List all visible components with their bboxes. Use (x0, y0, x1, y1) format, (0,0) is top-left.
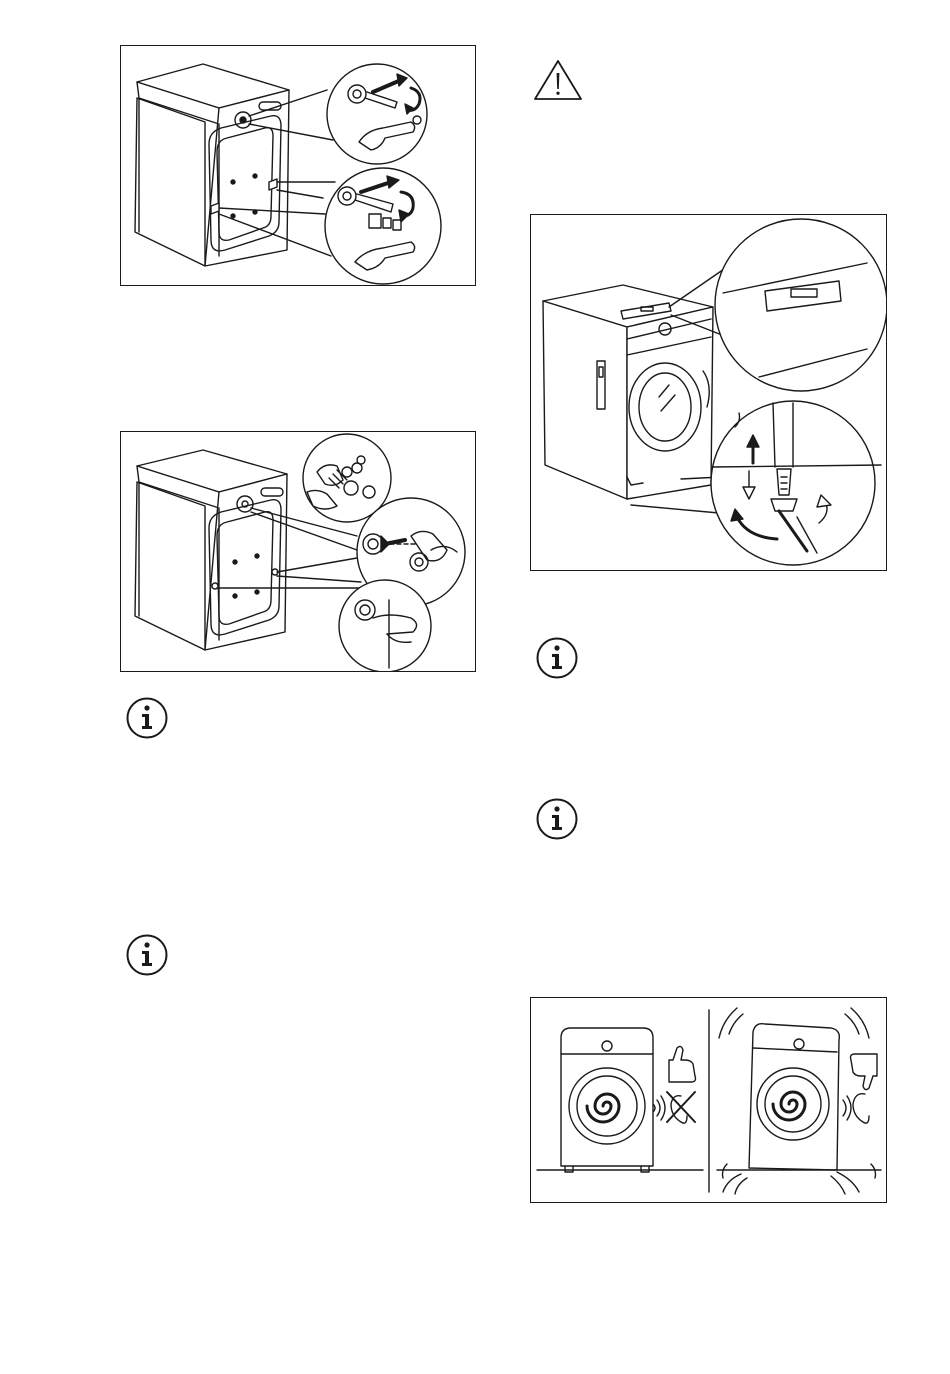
vibration-comparison-illustration (531, 998, 886, 1202)
note-4 (535, 797, 579, 841)
level-machine-scene (537, 1028, 703, 1172)
figure-insert-plastic-caps (120, 431, 476, 672)
info-icon (535, 797, 579, 841)
vibrating-machine-scene (717, 1008, 881, 1194)
info-icon (125, 933, 169, 977)
note-3 (535, 636, 579, 680)
spirit-level-and-adjustable-feet-illustration (531, 215, 886, 570)
info-icon (125, 696, 169, 740)
plastic-cap-insertion-illustration (121, 432, 475, 671)
note-2 (125, 933, 169, 977)
note-1 (125, 696, 169, 740)
figure-levelled-vs-unlevelled (530, 997, 887, 1203)
figure-remove-transit-bolts (120, 45, 476, 286)
warning-triangle-icon (532, 58, 584, 102)
info-icon (535, 636, 579, 680)
figure-level-machine (530, 214, 887, 571)
transit-bolt-removal-illustration (121, 46, 475, 285)
warning-1 (532, 58, 584, 102)
